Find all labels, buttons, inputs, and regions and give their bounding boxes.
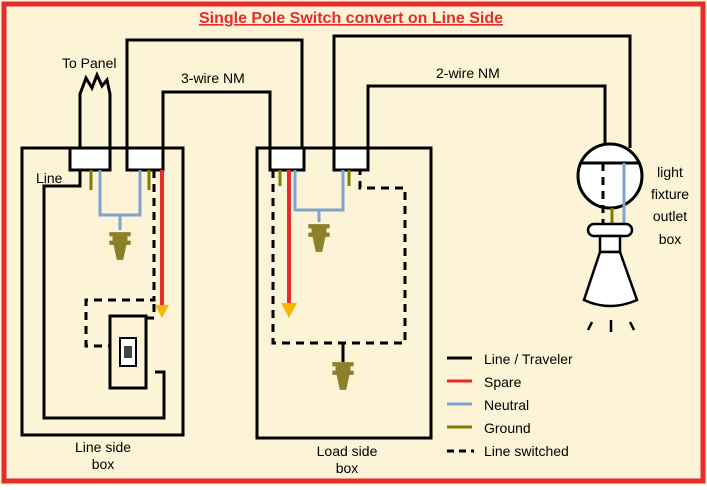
fixture-label-1: light (657, 164, 683, 180)
line-box-connector-right (125, 146, 165, 172)
line-label: Line (36, 170, 63, 186)
fixture-label-2: fixture (651, 186, 689, 202)
two-wire-label: 2-wire NM (436, 65, 500, 81)
fixture-socket (598, 234, 622, 254)
cable-runs (125, 34, 632, 152)
light-ray-1 (586, 321, 594, 331)
three-wire-cable (161, 90, 272, 152)
load-box-wires (271, 170, 407, 362)
two-wire-cable (366, 84, 607, 150)
fixture-lamp-shade (582, 250, 639, 308)
switch-link-wire (146, 300, 156, 320)
fixture-cable-top (332, 34, 632, 150)
line-box-label-2: box (92, 456, 115, 472)
load-box-switched-wire (271, 170, 407, 345)
load-box-connector-left (268, 146, 306, 172)
line-box-connector-left (68, 146, 112, 172)
load-box-label-2: box (336, 460, 359, 476)
load-box-label-1: Load side (317, 443, 378, 459)
fixture-label-4: box (659, 231, 682, 247)
fixture-canopy (586, 222, 634, 238)
legend-label-line: Line / Traveler (484, 351, 573, 367)
legend-label-neutral: Neutral (484, 397, 529, 413)
legend-label-ground: Ground (484, 420, 531, 436)
line-box-switched-wire (84, 170, 156, 348)
panel-cable-end (78, 71, 112, 152)
legend-label-spare: Spare (484, 374, 522, 390)
diagram-title: Single Pole Switch convert on Line Side (199, 10, 503, 27)
single-pole-switch (108, 314, 148, 390)
line-hot-wire (42, 170, 166, 420)
fixture-label-3: outlet (653, 208, 687, 224)
legend-label-switched: Line switched (484, 443, 569, 459)
legend: Line / Traveler Spare Neutral Ground Lin… (447, 351, 573, 459)
line-box-wires (42, 170, 166, 420)
switch-toggle (124, 346, 132, 358)
line-box-spare-arrow (155, 305, 169, 318)
three-wire-label: 3-wire NM (181, 70, 245, 86)
fixture-outlet-box (576, 142, 644, 210)
light-fixture (576, 142, 644, 332)
load-box-connector-right (332, 146, 370, 172)
top-cable-run (125, 38, 304, 152)
light-ray-3 (628, 321, 636, 331)
line-box-label-1: Line side (75, 439, 131, 455)
to-panel-label: To Panel (62, 55, 116, 71)
load-box-spare-arrow (281, 303, 297, 318)
